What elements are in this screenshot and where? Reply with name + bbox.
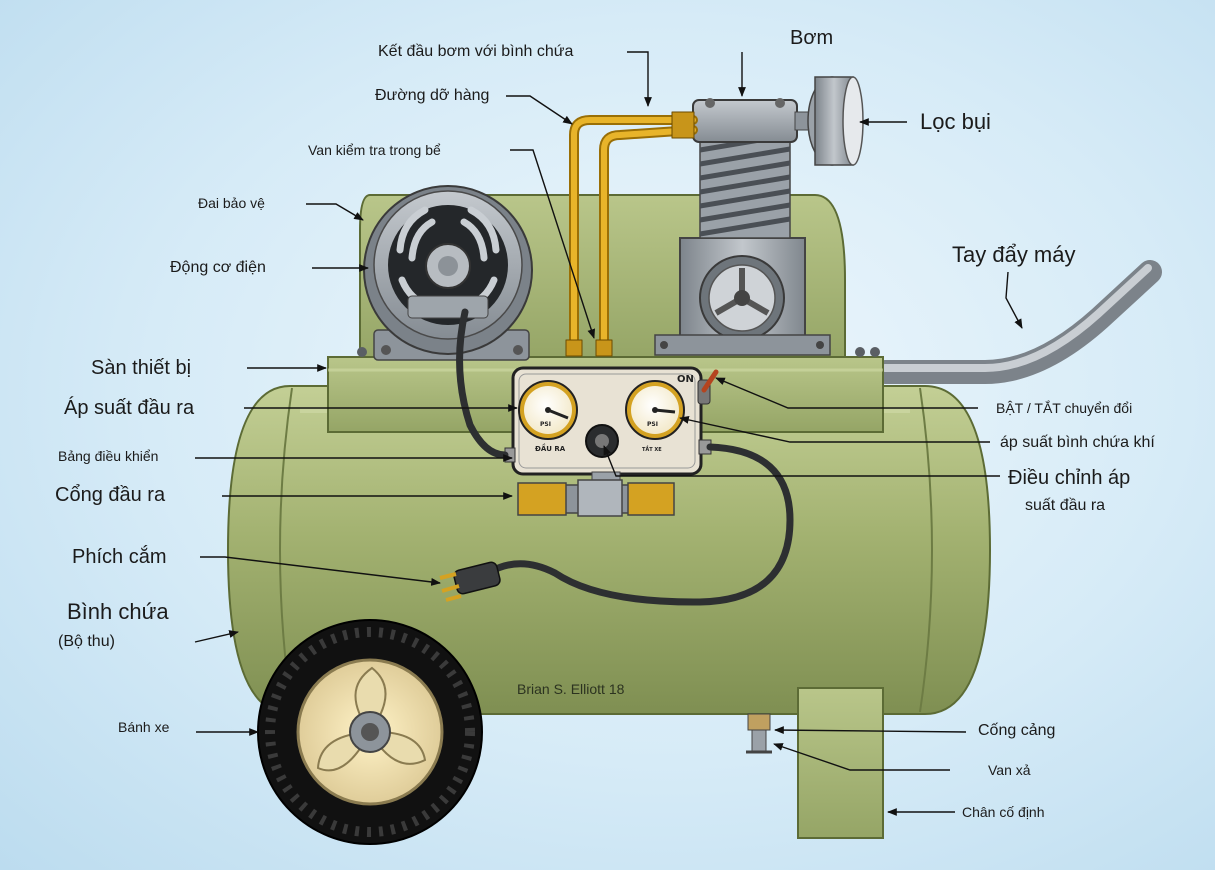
label-output-port: Cổng đầu ra (55, 484, 166, 506)
label-output-pressure: Áp suất đầu ra (64, 397, 195, 419)
label-tank-pressure: áp suất bình chứa khí (1000, 434, 1155, 451)
label-electric-motor: Động cơ điện (170, 259, 266, 276)
label-wheel: Bánh xe (118, 719, 170, 735)
label-discharge-line: Đường dỡ hàng (375, 87, 490, 104)
electric-motor (363, 185, 533, 361)
gauge-right-label: TẮT XE (642, 445, 662, 453)
label-plug: Phích cắm (72, 546, 167, 568)
handle-bar (873, 260, 1162, 384)
plug (439, 561, 501, 602)
gauge-right-psi: PSI (647, 421, 658, 428)
wheel (257, 619, 483, 845)
panel-on-label: ON (677, 374, 694, 385)
label-drain-port: Cống cảng (978, 722, 1056, 739)
label-drain-valve: Van xả (988, 762, 1031, 778)
control-panel (504, 366, 719, 476)
label-belt-guard: Đai bảo vệ (198, 195, 265, 211)
pump (654, 98, 831, 356)
motor-cable (456, 308, 509, 459)
label-push-handle: Tay đẩy máy (952, 242, 1076, 267)
gauge-left-psi: PSI (540, 421, 551, 428)
signature: Brian S. Elliott 18 (517, 681, 625, 697)
leader-lines (194, 51, 1023, 816)
fixed-foot (797, 687, 884, 839)
label-pump: Bơm (790, 27, 834, 49)
label-fixed-foot: Chân cố định (962, 804, 1045, 820)
label-equipment-deck: Sàn thiết bị (91, 357, 192, 379)
label-regulator-line1: Điều chỉnh áp (1008, 467, 1131, 489)
label-dust-filter: Lọc bụi (920, 109, 991, 134)
label-check-valve: Van kiểm tra trong bể (308, 142, 441, 158)
label-regulator-line2: suất đầu ra (1025, 497, 1106, 514)
power-cord (486, 443, 794, 606)
label-pump-tank-link: Kết đầu bơm với bình chứa (378, 43, 574, 60)
output-coupler (517, 471, 675, 517)
discharge-pipes (565, 111, 698, 357)
label-tank: Bình chứa (67, 599, 169, 624)
label-receiver: (Bộ thu) (58, 633, 115, 650)
label-onoff-switch: BẬT / TẮT chuyển đổi (996, 400, 1133, 416)
drain-valve (746, 713, 772, 754)
deck-bolts (357, 347, 880, 357)
dust-filter (807, 76, 864, 166)
label-control-panel: Bảng điều khiển (58, 448, 159, 464)
gauge-left-label: ĐẦU RA (535, 443, 566, 453)
